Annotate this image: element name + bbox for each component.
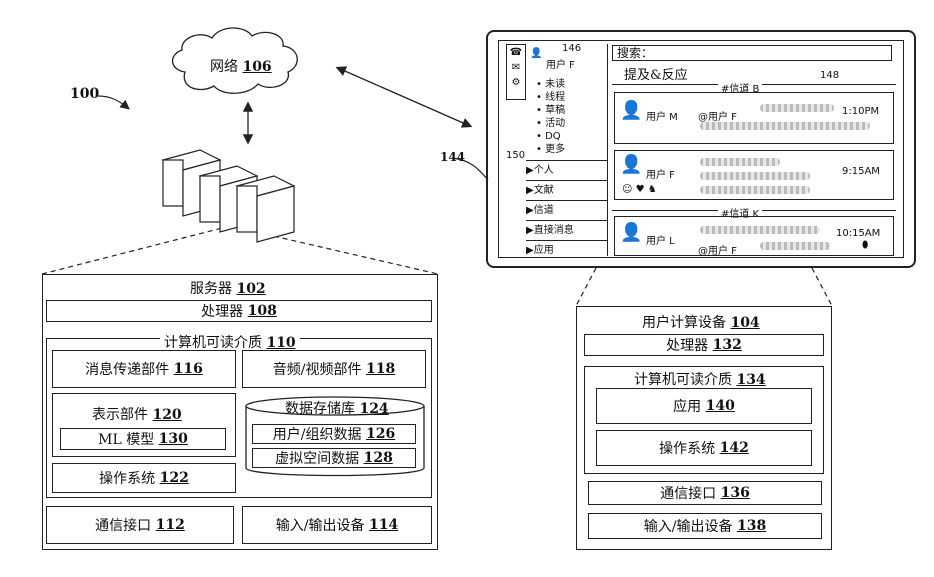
server-io-devices: 输入/输出设备 114 <box>242 506 432 544</box>
device-crm-title: 计算机可读介质 134 <box>634 369 766 389</box>
nav-item[interactable]: • 未读 <box>536 78 565 91</box>
device-processor: 处理器 132 <box>584 334 824 356</box>
blurred-text <box>700 122 870 130</box>
message-time: 10:15AM <box>836 228 880 239</box>
message-user: 用户 L <box>646 232 675 247</box>
datastore-label: 数据存储库 124 <box>285 398 389 418</box>
attachment-icon[interactable]: ⬮ <box>862 240 868 251</box>
nav-item[interactable]: • 活动 <box>536 117 565 130</box>
sidebar-section[interactable]: ▶信道 <box>526 200 608 220</box>
screen-ref: 144 <box>440 150 465 164</box>
device-comm-interface: 通信接口 136 <box>588 481 822 505</box>
nav-item[interactable]: • 草稿 <box>536 104 565 117</box>
user-device-title: 用户计算设备 104 <box>642 312 760 332</box>
ref-146: 146 <box>562 43 581 54</box>
device-os: 操作系统 142 <box>596 430 812 466</box>
nav-item[interactable]: • 更多 <box>536 143 565 156</box>
blurred-text <box>760 242 830 250</box>
mentions-title: 提及&反应 <box>624 64 688 83</box>
user-avatar-icon: 👤 <box>530 48 542 59</box>
sidebar-section[interactable]: ▶直接消息 <box>526 220 608 240</box>
message-time: 1:10PM <box>842 106 879 117</box>
message-user: 用户 F <box>646 166 675 181</box>
avatar-icon: 👤 <box>620 100 642 121</box>
message-reply: @用户 F <box>698 242 737 257</box>
user-org-data: 用户/组织数据 126 <box>252 424 416 444</box>
sidebar-section[interactable]: ▶个人 <box>526 160 608 180</box>
server-os: 操作系统 122 <box>52 463 236 493</box>
reactions-icon[interactable]: ☺ ♥ ♞ <box>622 184 657 195</box>
settings-icon[interactable]: ⚙ <box>507 77 525 88</box>
avatar-icon: 👤 <box>620 222 642 243</box>
message-user: 用户 M <box>646 108 678 123</box>
sidebar-sections: ▶个人 ▶文献 ▶信道 ▶直接消息 ▶应用 <box>526 160 608 260</box>
blurred-text <box>760 104 834 112</box>
nav-list: • 未读 • 线程 • 草稿 • 活动 • DQ • 更多 <box>536 78 565 156</box>
server-comm-interface: 通信接口 112 <box>46 506 234 544</box>
message-time: 9:15AM <box>842 166 880 177</box>
virtual-space-data: 虚拟空间数据 128 <box>252 448 416 468</box>
app-icon-strip: ☎ ✉ ⚙ <box>506 44 526 100</box>
nav-item[interactable]: • DQ <box>536 130 565 143</box>
message-reply: @用户 F <box>698 108 737 123</box>
blurred-text <box>700 226 820 234</box>
sidebar-section[interactable]: ▶文献 <box>526 180 608 200</box>
blurred-text <box>700 186 810 194</box>
ref-150: 150 <box>506 150 525 161</box>
blurred-text <box>700 158 780 166</box>
device-io-devices: 输入/输出设备 138 <box>588 513 822 539</box>
workspace-icon[interactable]: ☎ <box>507 47 525 58</box>
nav-item[interactable]: • 线程 <box>536 91 565 104</box>
avatar-icon: 👤 <box>620 154 642 175</box>
blurred-text <box>700 172 810 180</box>
device-app: 应用 140 <box>596 388 812 424</box>
message-icon[interactable]: ✉ <box>507 62 525 73</box>
ref-148: 148 <box>820 70 839 81</box>
search-input[interactable]: 搜索： <box>612 45 892 61</box>
sidebar-section[interactable]: ▶应用 <box>526 240 608 260</box>
user-header: 用户 F <box>546 56 575 71</box>
